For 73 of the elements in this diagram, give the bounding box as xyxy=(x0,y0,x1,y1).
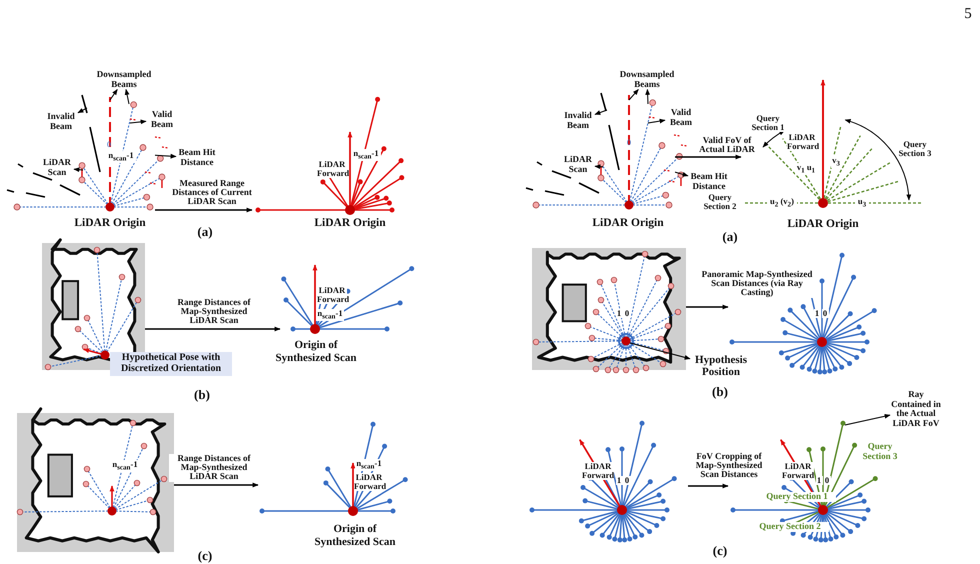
section-label: Query Section 2 xyxy=(702,193,738,212)
ray-label: v$_{1}$ u$_{1}$ xyxy=(795,163,817,176)
leader-arrow xyxy=(77,108,88,114)
origin-label: LiDAR Origin xyxy=(73,217,147,230)
ray-label: u$_{3}$ xyxy=(855,197,869,210)
beam-index-label: n$_{scan}$-1 xyxy=(111,460,139,472)
arrow xyxy=(155,208,253,212)
direction-label: LiDAR Forward xyxy=(317,286,347,304)
callout-text: Beam Hit Distance xyxy=(176,148,218,168)
panel-label: (c) xyxy=(196,549,214,564)
arrow xyxy=(174,482,259,488)
edge-label: Valid FoV of Actual LiDAR xyxy=(696,136,758,154)
panel-label: (b) xyxy=(193,388,211,402)
beam-index-label: n$_{scan}$-1 xyxy=(351,149,381,162)
direction-label: LiDAR Forward xyxy=(317,160,347,178)
arrow xyxy=(688,484,729,488)
callout-text: Downsampled Beams xyxy=(618,70,676,90)
callout-text: Downsampled Beams xyxy=(95,70,153,90)
leader-arrow xyxy=(648,118,666,124)
direction-label: LiDAR Forward xyxy=(782,462,814,480)
panel-label: (a) xyxy=(196,225,214,240)
callout-text: Beam Hit Distance xyxy=(688,172,730,192)
beam-index-label: n$_{scan}$-1 xyxy=(106,151,136,164)
callout-text: LiDAR Scan xyxy=(40,158,74,178)
callout-text: Invalid Beam xyxy=(44,112,78,132)
section-label: Query Section 1 xyxy=(750,114,786,132)
edge-label: Panoramic Map-Synthesized Scan Distances (via Ray Casting) xyxy=(701,270,813,298)
leader-arrow xyxy=(630,342,691,360)
arrow xyxy=(145,326,281,332)
leader-arrow xyxy=(628,88,639,100)
leader-arrow xyxy=(594,110,608,115)
beam-index-label: n$_{scan}$-1 xyxy=(355,459,383,472)
section-label: Query Section 3 xyxy=(860,442,900,462)
arrow xyxy=(675,154,742,160)
beam-index-label: 0 xyxy=(624,476,630,486)
panel-label: (c) xyxy=(712,544,728,558)
callout-text: Valid Beam xyxy=(665,108,697,128)
ray-label: v$_{3}$ xyxy=(831,156,841,168)
callout-text: Invalid Beam xyxy=(561,111,595,130)
origin-label: Origin of Synthesized Scan xyxy=(274,339,358,364)
origin-label: Origin of Synthesized Scan xyxy=(314,523,396,548)
ray-label: u$_{2}$ (v$_{2}$) xyxy=(767,197,797,210)
callout-text: LiDAR Scan xyxy=(561,155,595,174)
leader-arrow xyxy=(154,154,177,159)
origin-label: LiDAR Origin xyxy=(786,218,860,230)
beam-index-label: 0 xyxy=(626,139,632,148)
section-label: Query Section 3 xyxy=(897,140,933,158)
leader-arrow xyxy=(110,88,118,100)
leader-arrow xyxy=(594,164,604,170)
origin-label: LiDAR Origin xyxy=(591,217,665,230)
panel-label: (a) xyxy=(721,230,739,244)
direction-label: LiDAR Forward xyxy=(787,133,817,152)
arrow xyxy=(686,304,729,310)
beam-index-label: 1 xyxy=(616,476,622,486)
leader-arrow xyxy=(124,88,130,104)
direction-label: LiDAR Forward xyxy=(354,473,384,492)
leader-arrow xyxy=(73,167,84,172)
leader-arrow xyxy=(844,414,891,426)
panel-label: (b) xyxy=(711,385,729,400)
leader-arrow xyxy=(130,120,147,124)
beam-index-label: n$_{scan}$-1 xyxy=(316,309,344,322)
leader-arrow xyxy=(645,88,650,104)
beam-index-label: 1 xyxy=(814,309,820,318)
origin-label: LiDAR Origin xyxy=(313,217,387,230)
callout-text: Hypothesis Position xyxy=(690,355,752,379)
leader-arrow xyxy=(674,172,689,177)
pose-callout-box: Hypothetical Pose with Discretized Orientation xyxy=(110,352,232,376)
callout-text: Valid Beam xyxy=(146,110,178,130)
beam-index-label: 1 xyxy=(816,476,822,486)
beam-index-label: 0 xyxy=(106,141,112,150)
direction-label: LiDAR Forward xyxy=(582,462,614,480)
callout-text: Ray Contained in the Actual LiDAR FoV xyxy=(890,390,942,429)
page-number: 5 xyxy=(963,6,973,22)
